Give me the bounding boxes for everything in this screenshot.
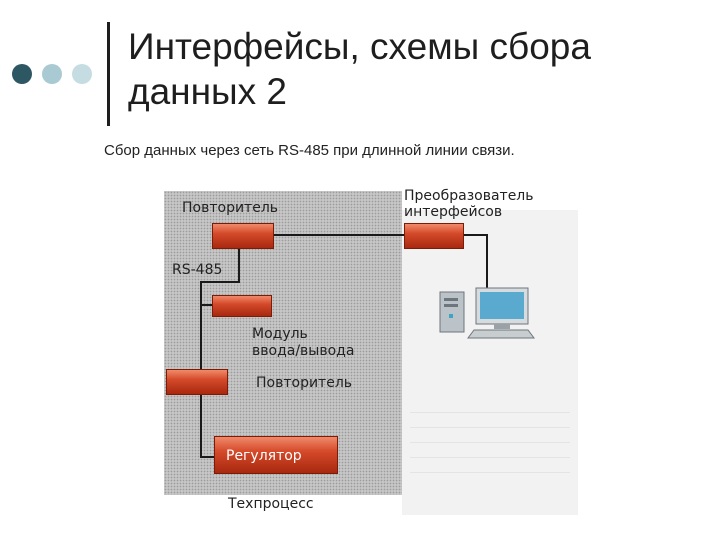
wire-bus-h (200, 281, 240, 283)
wire-repeater-down (238, 246, 240, 282)
repeater-bottom-label: Повторитель (256, 375, 353, 391)
converter-label-line1: Преобразователь (404, 188, 534, 204)
regulator-block (214, 436, 338, 474)
slide-title: Интерфейсы, схемы сбора данных 2 (128, 26, 591, 112)
wire-converter-to-pc-v (486, 234, 488, 292)
wire-converter-to-pc-h (464, 234, 488, 236)
dot-light (42, 64, 62, 84)
right-background-panel (402, 210, 578, 515)
wire-bus-v1 (200, 281, 202, 371)
io-module-block (212, 295, 272, 317)
faded-background-lines (410, 412, 570, 502)
wire-to-io-module (200, 304, 212, 306)
converter-label-line2: интерфейсов (404, 204, 503, 220)
repeater-top-label: Повторитель (182, 200, 279, 216)
bus-label: RS-485 (172, 262, 223, 278)
io-module-label-line1: Модуль (252, 326, 308, 342)
io-module-label-line2: ввода/вывода (252, 343, 355, 359)
slide-subtitle: Сбор данных через сеть RS-485 при длинно… (104, 142, 515, 159)
wire-repeater-to-converter (274, 234, 404, 236)
dot-dark (12, 64, 32, 84)
repeater-bottom-block (166, 369, 228, 395)
wire-to-regulator (200, 456, 214, 458)
wire-bus-v2 (200, 394, 202, 458)
dot-lighter (72, 64, 92, 84)
regulator-label: Регулятор (226, 448, 302, 464)
process-label: Техпроцесс (228, 496, 314, 512)
repeater-top-block (212, 223, 274, 249)
vertical-rule (107, 22, 110, 126)
desktop-computer-icon (439, 287, 535, 339)
converter-block (404, 223, 464, 249)
